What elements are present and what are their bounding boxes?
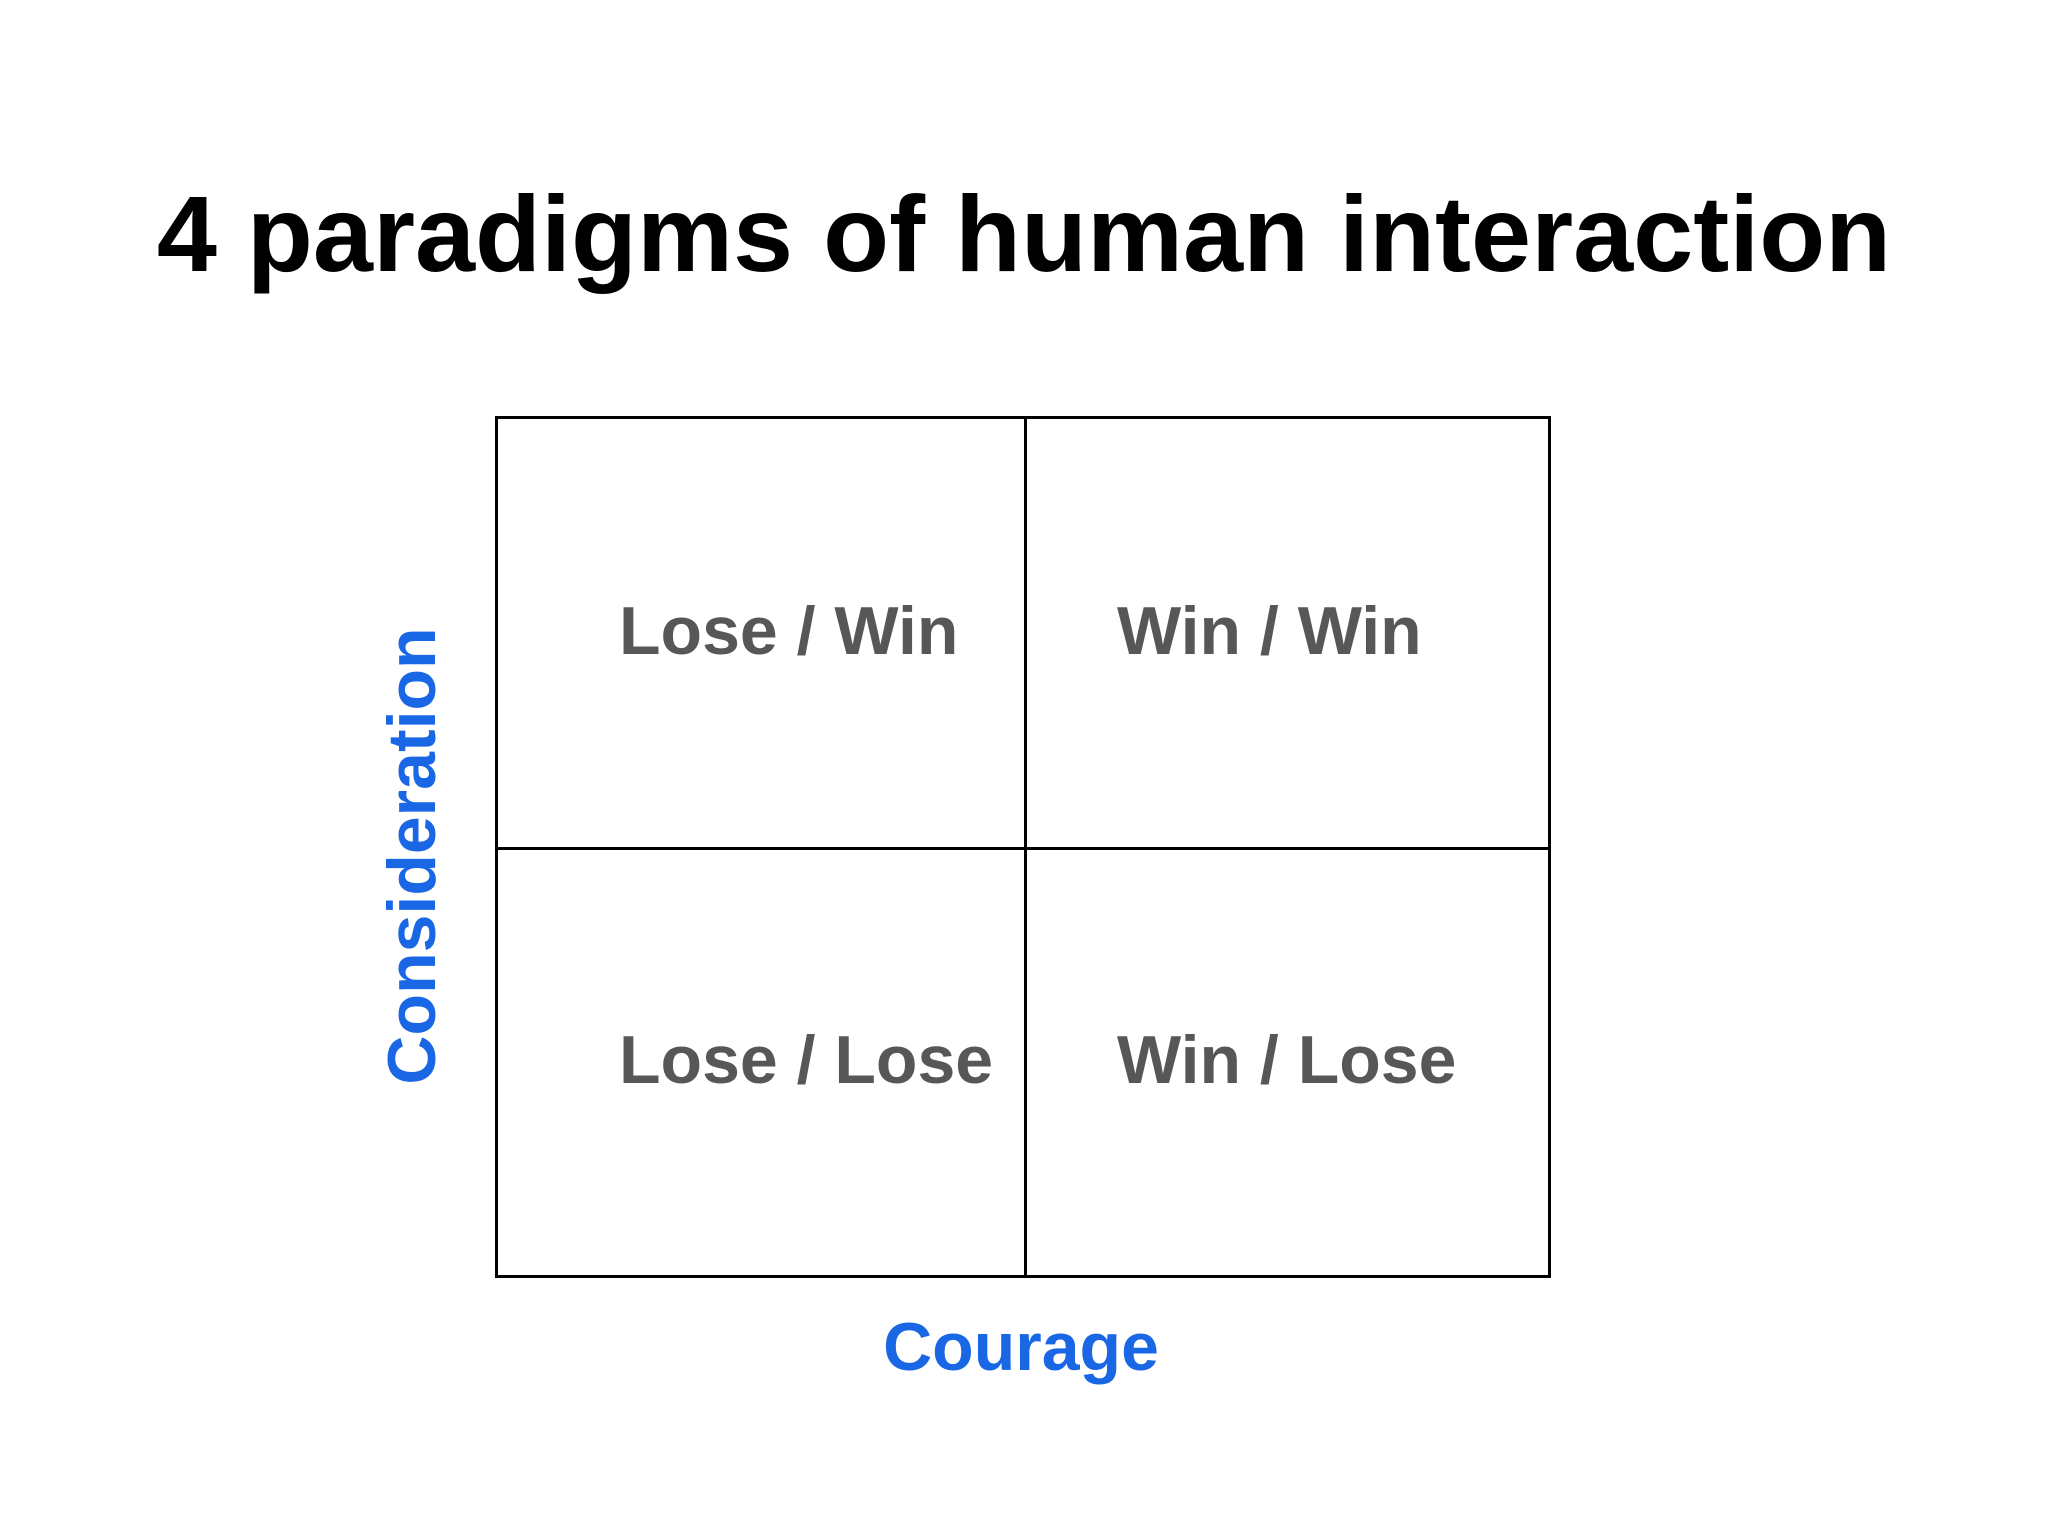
x-axis-label-text: Courage <box>883 1309 1159 1385</box>
paradigm-matrix: Lose / Win Win / Win Lose / Lose Win / L… <box>495 416 1551 1278</box>
quadrant-win-win: Win / Win <box>1117 593 1422 669</box>
y-axis-label: Consideration <box>374 627 450 1085</box>
x-axis-label: Courage <box>0 1313 2048 1381</box>
quadrant-lose-lose: Lose / Lose <box>619 1022 994 1098</box>
slide-title: 4 paradigms of human interaction <box>156 173 1892 294</box>
quadrant-win-lose: Win / Lose <box>1117 1022 1457 1098</box>
horizontal-divider <box>498 847 1548 850</box>
quadrant-lose-win: Lose / Win <box>619 593 959 669</box>
